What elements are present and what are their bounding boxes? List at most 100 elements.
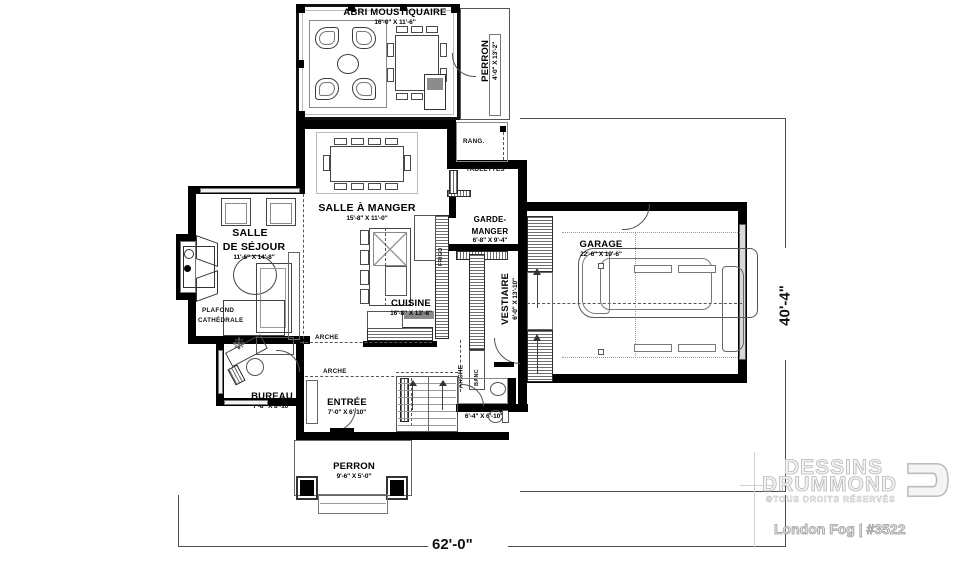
vestiaire-bench-run <box>469 254 485 350</box>
living-armchair-2-seat <box>270 203 292 224</box>
kitchen-lower-counter <box>367 327 433 341</box>
room-label-cuisine: CUISINE 16'-8" X 13'-8" <box>390 298 432 317</box>
stair-arrow-shaft-right <box>442 384 443 410</box>
porch-dining-chair-4 <box>396 93 408 100</box>
exterior-wall-entree-bottom <box>296 432 412 440</box>
dimension-extension-right <box>785 495 786 547</box>
room-label-manger: MANGER 6'-8" X 9'-4" <box>471 227 509 245</box>
porch-chair-tl-inner <box>319 31 335 45</box>
exterior-wall-top-right-jog <box>447 120 456 164</box>
dimension-tick-top-right <box>520 118 786 119</box>
porch-round-table <box>337 54 359 74</box>
dining-chair-r1 <box>404 155 411 171</box>
stair-arrow-head-garage <box>533 268 541 275</box>
garage-overhead-door <box>739 224 746 360</box>
pantry-wall-left <box>449 194 456 218</box>
bay-window-wall-left <box>176 234 183 300</box>
garage-car-body <box>578 248 758 318</box>
living-armchair-1-seat <box>225 203 247 224</box>
room-label-bureau: BUREAU 7'-8" X 8'-10" <box>251 391 293 410</box>
room-label-garage: GARAGE 22'-6" X 19'-6" <box>579 239 623 258</box>
bath-wall-right-lower <box>508 378 516 412</box>
kitchen-upper-cabinet <box>414 215 436 261</box>
garage-parking-guide-left <box>635 232 636 358</box>
bay-window-circle <box>184 249 194 259</box>
exterior-wall-top-main <box>296 120 456 129</box>
kitchen-counter-run <box>435 215 449 339</box>
kitchen-cooktop-x <box>373 232 407 266</box>
stair-arrow-up-garage2 <box>537 338 538 374</box>
stair-arrow-up-garage <box>537 272 538 308</box>
bath-toilet <box>488 410 503 423</box>
bath-toilet-tank <box>502 410 509 423</box>
room-label-bath: 6'-4" X 6'-10" <box>464 412 504 420</box>
living-room-window-top <box>200 188 300 193</box>
exterior-wall-living-left <box>188 186 196 240</box>
annotation-frigo: FRIGO <box>438 247 444 266</box>
room-label-garde: GARDE- <box>473 215 507 224</box>
entree-closet-right <box>400 378 409 422</box>
porch-dining-chair-side-l1 <box>387 43 394 57</box>
arche-line-lower <box>305 376 455 377</box>
garage-car-window-top-2 <box>678 265 716 273</box>
stair-tread-2 <box>398 390 456 391</box>
room-label-salle-a-manger: SALLE À MANGER 15'-8" X 11'-0" <box>318 202 416 222</box>
entree-front-door-leaf <box>330 428 354 432</box>
living-dining-divider <box>303 194 304 344</box>
pantry-shelf-top <box>447 190 471 197</box>
porch-dining-chair-1 <box>396 26 408 33</box>
plant-icon: ❉ <box>232 336 246 353</box>
garage-car-window-top-1 <box>634 265 672 273</box>
kitchen-cabinet-l4 <box>360 289 369 304</box>
porch-post-5 <box>296 60 304 68</box>
interior-wall-garage-side <box>508 404 528 412</box>
overall-depth-dimension: 40'-4" <box>776 285 794 326</box>
bay-window-wall-bottom <box>176 293 196 300</box>
pantry-wall-bottom <box>449 244 519 251</box>
garage-parking-guide-top <box>562 232 740 233</box>
bottom-porch-post-left-fill <box>300 480 314 496</box>
bath-sink <box>490 382 506 396</box>
tablettes-shelf <box>449 170 458 194</box>
rang-closet <box>456 122 508 162</box>
porch-seating-area <box>309 20 387 108</box>
kitchen-cabinet-l3 <box>360 270 369 285</box>
living-sofa-cushion <box>260 268 286 328</box>
room-label-perron-bottom: PERRON 9'-6" X 5'-0" <box>333 461 375 480</box>
porch-post-3 <box>400 4 407 11</box>
kitchen-island-centerline <box>385 228 386 306</box>
garage-centerline <box>527 303 742 304</box>
exterior-wall-living-bottom <box>188 336 310 344</box>
bay-window-dot <box>184 265 191 272</box>
garage-car-window-bot-2 <box>678 344 716 352</box>
dimension-line-bottom-right <box>508 546 786 547</box>
bottom-porch-post-right-fill <box>390 480 404 496</box>
living-armchair-2 <box>266 198 296 226</box>
dining-chair-b1 <box>334 183 347 190</box>
garage-car-roof <box>600 258 712 310</box>
logo-leader-vertical <box>754 452 755 548</box>
exterior-wall-right-upper <box>518 160 527 216</box>
annotation-cathedrale: CATHÉDRALE <box>198 317 244 324</box>
porch-chair-br-inner <box>356 82 372 96</box>
interior-wall-vestiaire-right <box>518 216 527 412</box>
room-label-de-sejour: DE SÉJOUR 11'-6" X 14'-8" <box>222 241 286 261</box>
stair-arrow-head-left <box>409 380 417 386</box>
garage-car-rear <box>722 266 744 352</box>
brand-line-2: DRUMMOND <box>762 473 898 497</box>
kitchen-island-sink <box>385 266 407 296</box>
porch-dining-chair-side-r1 <box>440 43 447 57</box>
stair-tread-7 <box>398 425 456 426</box>
kitchen-cabinet-l2 <box>360 250 369 265</box>
bureau-bookshelf <box>227 364 246 386</box>
garage-entry-door-swing <box>622 204 650 230</box>
room-label-abri-moustiquaire: ABRI MOUSTIQUAIRE 16'-0" X 11'-6" <box>343 7 447 26</box>
exterior-wall-living-left-lower <box>188 294 196 344</box>
bay-window-seat <box>183 246 215 288</box>
dining-room-rug <box>316 132 418 194</box>
room-label-perron-top: PERRON 4'-0" X 13'-2" <box>480 39 499 82</box>
exterior-wall-left-upper <box>296 120 305 188</box>
stair-tread-4 <box>398 404 456 405</box>
dimension-line-bottom-left <box>178 546 428 547</box>
dining-chair-b4 <box>385 183 398 190</box>
